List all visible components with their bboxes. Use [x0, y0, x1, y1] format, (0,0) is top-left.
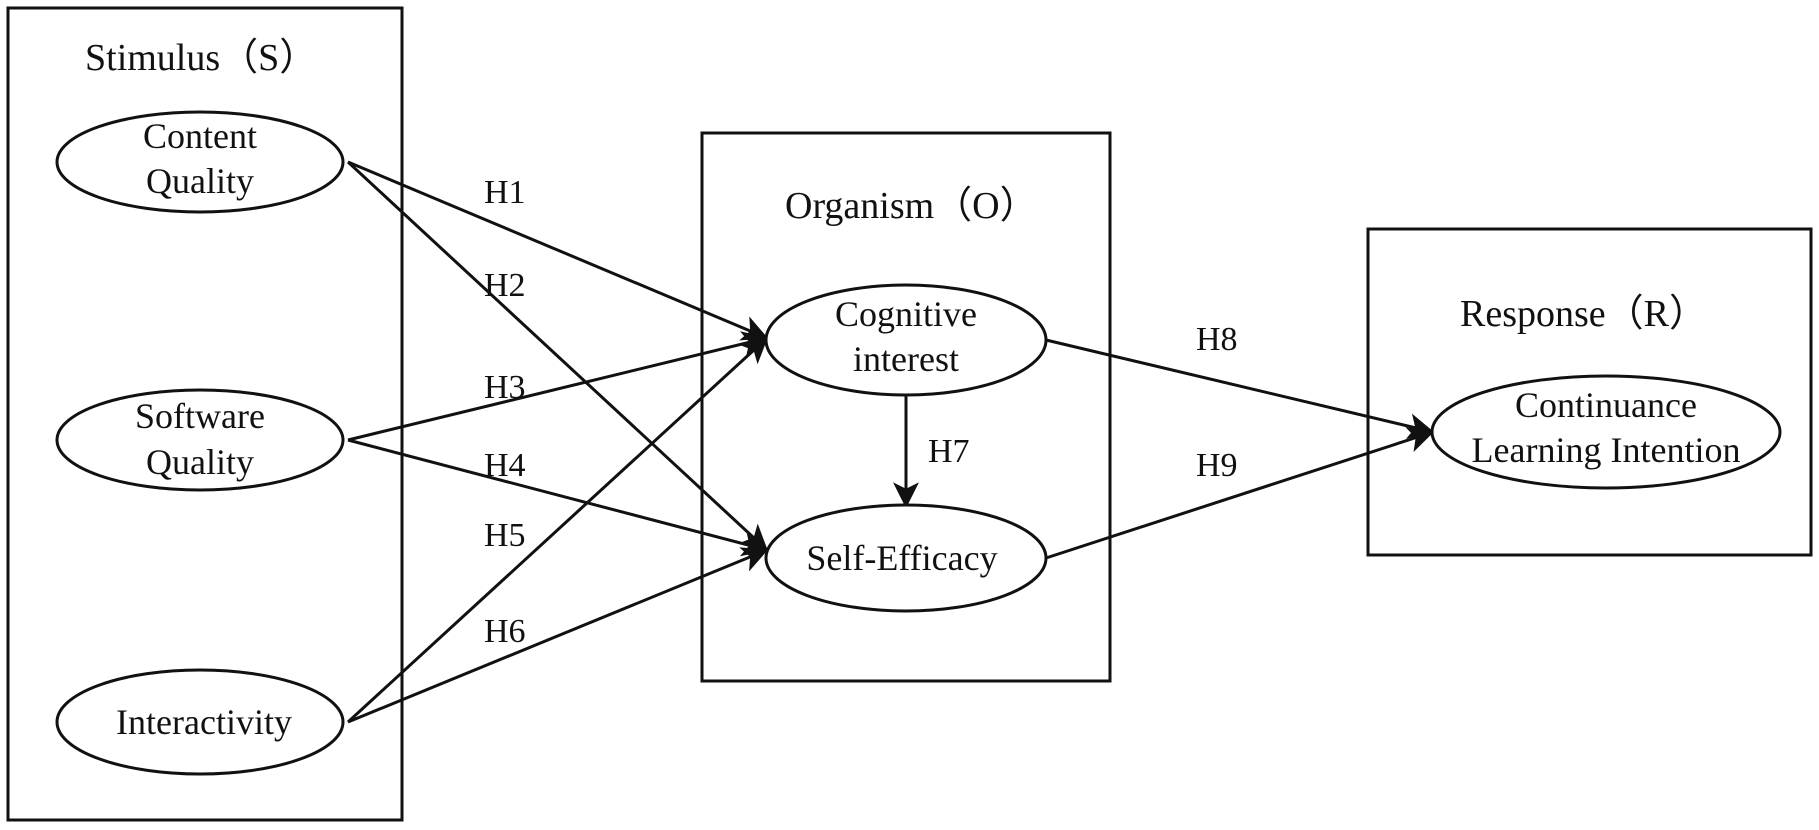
label-h5: H5 [484, 517, 526, 554]
node-continuance-learning-intention: Continuance Learning Intention [1430, 374, 1782, 490]
organism-title: Organism（O） [785, 185, 1038, 227]
software-quality-line-1: Software [135, 396, 265, 436]
continuance-line-2: Learning Intention [1472, 430, 1741, 470]
cognitive-interest-line-1: Cognitive [835, 294, 977, 334]
node-content-quality: Content Quality [55, 110, 345, 214]
label-h6: H6 [484, 613, 526, 650]
stimulus-box [6, 6, 404, 822]
cognitive-interest-line-2: interest [853, 339, 959, 379]
edge-h8 [1045, 338, 1435, 439]
edge-h1 [347, 160, 769, 341]
label-h3: H3 [484, 369, 526, 406]
node-cognitive-interest: Cognitive interest [764, 283, 1048, 397]
node-software-quality: Software Quality [55, 388, 345, 492]
label-h2: H2 [484, 267, 526, 304]
label-h9: H9 [1196, 447, 1238, 484]
edge-h2 [346, 160, 769, 552]
node-interactivity: Interactivity [55, 668, 345, 776]
label-h1: H1 [484, 174, 526, 211]
edge-h3 [347, 331, 769, 442]
self-efficacy-label: Self-Efficacy [806, 538, 997, 578]
software-quality-line-2: Quality [146, 442, 254, 482]
response-title: Response（R） [1460, 293, 1707, 335]
edge-h9 [1045, 427, 1435, 560]
label-h7: H7 [928, 433, 970, 470]
organism-box [700, 131, 1112, 683]
stimulus-title: Stimulus（S） [85, 37, 317, 79]
interactivity-label: Interactivity [116, 702, 292, 742]
continuance-line-1: Continuance [1515, 385, 1697, 425]
edge-h5 [346, 336, 769, 724]
edge-h6 [347, 547, 769, 724]
label-h4: H4 [484, 447, 526, 484]
content-quality-line-1: Content [143, 116, 257, 156]
label-h8: H8 [1196, 321, 1238, 358]
content-quality-line-2: Quality [146, 161, 254, 201]
node-self-efficacy: Self-Efficacy [764, 503, 1048, 613]
response-box [1366, 227, 1813, 557]
edge-h4 [347, 438, 769, 557]
